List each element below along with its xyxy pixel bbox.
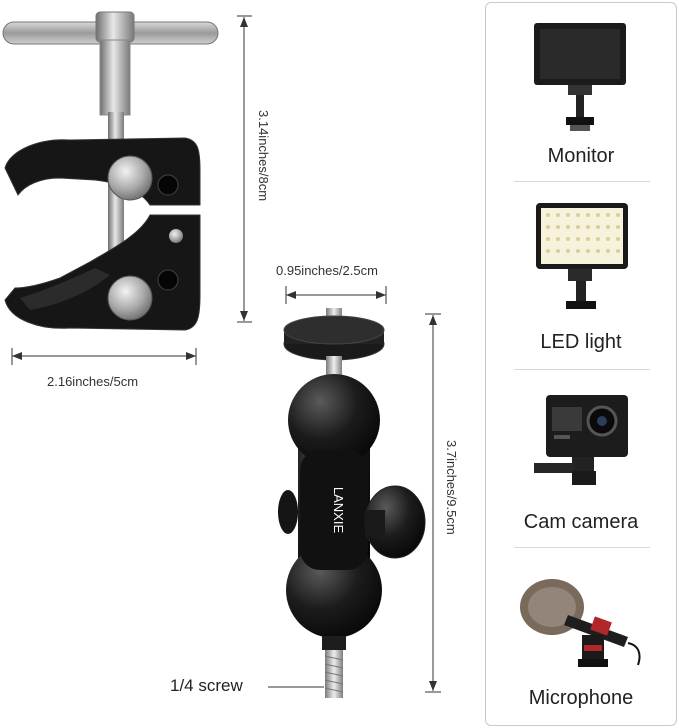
clamp-width-label: 2.16inches/5cm [47, 374, 139, 389]
accessory-label-cam-camera: Cam camera [523, 511, 639, 533]
divider [514, 547, 650, 548]
accessory-label-led-light: LED light [540, 331, 622, 353]
divider [514, 369, 650, 370]
accessories-panel: Monitor LED light Cam camera [485, 2, 677, 726]
ball-head-arm-image: LANXIE [278, 308, 426, 698]
accessory-label-monitor: Monitor [547, 145, 615, 167]
ball-head-width-dimension [285, 286, 387, 304]
divider [514, 181, 650, 182]
super-clamp-image [2, 11, 219, 331]
ball-arm-height-label: 3.7inches/9.5cm [444, 440, 459, 535]
brand-logo: LANXIE [331, 487, 346, 534]
clamp-height-label: 3.14inches/8cm [256, 110, 271, 202]
screw-leader-line [268, 686, 324, 688]
clamp-width-dimension [11, 348, 197, 365]
screw-label: 1/4 screw [170, 676, 243, 695]
action-camera-icon [534, 395, 628, 485]
microphone-icon [520, 579, 641, 667]
accessory-label-microphone: Microphone [528, 687, 634, 709]
monitor-icon [534, 23, 626, 131]
led-light-icon [536, 203, 628, 309]
ball-head-width-label: 0.95inches/2.5cm [276, 263, 378, 278]
ball-arm-height-dimension [425, 313, 441, 693]
clamp-height-dimension [237, 15, 252, 323]
